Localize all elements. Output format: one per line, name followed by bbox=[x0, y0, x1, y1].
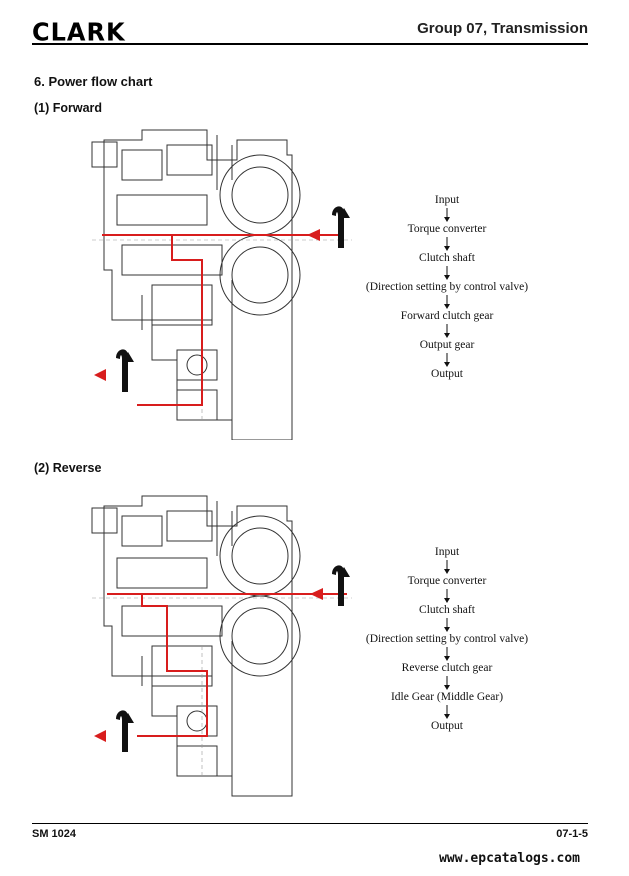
document-code: SM 1024 bbox=[32, 828, 77, 840]
reverse-step: Output bbox=[431, 720, 463, 732]
down-arrow-icon bbox=[342, 323, 552, 339]
down-arrow-icon bbox=[342, 559, 552, 575]
forward-transmission-diagram bbox=[91, 129, 352, 440]
forward-step: Input bbox=[434, 194, 460, 206]
reverse-transmission-diagram bbox=[91, 495, 352, 797]
down-arrow-icon bbox=[342, 704, 552, 720]
down-arrow-icon bbox=[342, 588, 552, 604]
forward-step: (Direction setting by control valve) bbox=[365, 281, 529, 293]
clark-logo: CLARK bbox=[32, 17, 126, 47]
footer-rule bbox=[32, 823, 588, 824]
reverse-title: (2) Reverse bbox=[34, 461, 102, 475]
forward-step: Torque converter bbox=[407, 223, 487, 235]
down-arrow-icon bbox=[342, 236, 552, 252]
down-arrow-icon bbox=[342, 617, 552, 633]
forward-step: Clutch shaft bbox=[419, 252, 475, 264]
forward-step: Output bbox=[431, 368, 463, 380]
reverse-flow-chart: Input Torque converter Clutch shaft (Dir… bbox=[342, 546, 552, 733]
forward-step: Forward clutch gear bbox=[400, 310, 494, 322]
forward-flow-chart: Input Torque converter Clutch shaft (Dir… bbox=[342, 194, 552, 381]
website-link[interactable]: www.epcatalogs.com bbox=[439, 851, 580, 866]
reverse-step: Reverse clutch gear bbox=[401, 662, 493, 674]
reverse-step: Torque converter bbox=[407, 575, 487, 587]
header-rule bbox=[32, 43, 588, 45]
down-arrow-icon bbox=[342, 265, 552, 281]
down-arrow-icon bbox=[342, 352, 552, 368]
reverse-step: (Direction setting by control valve) bbox=[365, 633, 529, 645]
down-arrow-icon bbox=[342, 294, 552, 310]
section-title: 6. Power flow chart bbox=[34, 74, 153, 89]
forward-step: Output gear bbox=[419, 339, 475, 351]
down-arrow-icon bbox=[342, 675, 552, 691]
down-arrow-icon bbox=[342, 207, 552, 223]
down-arrow-icon bbox=[342, 646, 552, 662]
reverse-step: Idle Gear (Middle Gear) bbox=[390, 691, 504, 703]
page-number: 07-1-5 bbox=[556, 828, 588, 840]
reverse-step: Clutch shaft bbox=[419, 604, 475, 616]
group-title: Group 07, Transmission bbox=[417, 20, 588, 37]
reverse-step: Input bbox=[434, 546, 460, 558]
forward-title: (1) Forward bbox=[34, 101, 103, 115]
